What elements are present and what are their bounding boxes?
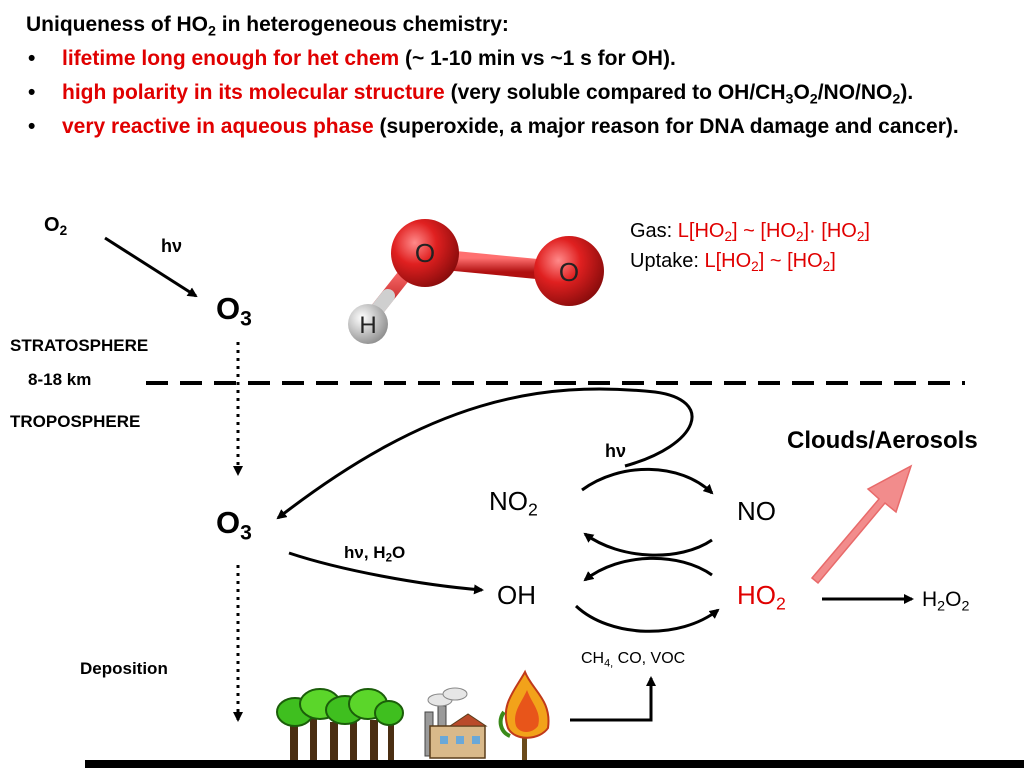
atom-label-o1: O: [415, 238, 435, 268]
uptake-to-clouds-arrow: [810, 464, 913, 585]
ground-line: [85, 760, 1024, 768]
troposphere-label: TROPOSPHERE: [10, 412, 141, 431]
hv-h2o-label: hν, H2O: [344, 543, 406, 565]
stratosphere-label: STRATOSPHERE: [10, 336, 149, 355]
ho2-molecule: O O H: [348, 219, 604, 344]
no-to-no2-arrow: [583, 532, 713, 557]
bullet-polarity: high polarity in its molecular structure…: [26, 76, 1016, 110]
o2-to-o3-arrow: [104, 236, 198, 298]
o3-troposphere-label: O3: [216, 505, 252, 545]
fire-icon: [498, 669, 550, 760]
o3-to-oh-arrow: [288, 551, 484, 595]
oxygen-atom-2: [534, 236, 604, 306]
hv-top-label: hν: [161, 236, 183, 256]
uptake-rate: Uptake: L[HO2] ~ [HO2]: [630, 250, 836, 275]
trees-icon: [276, 688, 404, 760]
oxygen-atom-1: [391, 219, 459, 287]
hv-cycle-label: hν: [605, 441, 627, 461]
clouds-aerosols-label: Clouds/Aerosols: [787, 427, 978, 454]
gas-rate: Gas: L[HO2] ~ [HO2]· [HO2]: [630, 220, 870, 245]
no2-to-no-arrow: [581, 467, 714, 495]
o3-stratosphere-label: O3: [216, 291, 252, 331]
rate-expressions: Gas: L[HO2] ~ [HO2]· [HO2] Uptake: L[HO2…: [630, 216, 870, 276]
slide-title: Uniqueness of HO2 in heterogeneous chemi…: [26, 13, 509, 40]
ho2-to-oh-arrow: [583, 556, 713, 582]
hydrogen-atom: [348, 304, 388, 344]
header-text: Uniqueness of HO2 in heterogeneous chemi…: [26, 8, 1016, 144]
ho2-label: HO2: [737, 580, 786, 614]
deposition-label: Deposition: [80, 659, 168, 678]
bullet-lifetime: lifetime long enough for het chem (~ 1-1…: [26, 42, 1016, 76]
factory-icon: [424, 687, 488, 759]
emissions-label: CH4, CO, VOC: [581, 650, 686, 670]
no-label: NO: [737, 496, 776, 526]
altitude-label: 8-18 km: [28, 370, 92, 389]
bullet-reactivity: very reactive in aqueous phase (superoxi…: [26, 110, 1016, 144]
atom-label-h: H: [359, 312, 376, 339]
h2o2-label: H2O2: [922, 588, 970, 615]
oh-to-ho2-arrow: [574, 604, 720, 633]
atom-label-o2: O: [559, 257, 579, 287]
loop-to-o3-arrow: [276, 387, 694, 520]
emissions-arrow: [570, 676, 656, 722]
oh-label: OH: [497, 580, 536, 610]
o2-stratosphere-label: O2: [44, 214, 68, 239]
no2-label: NO2: [489, 486, 538, 520]
